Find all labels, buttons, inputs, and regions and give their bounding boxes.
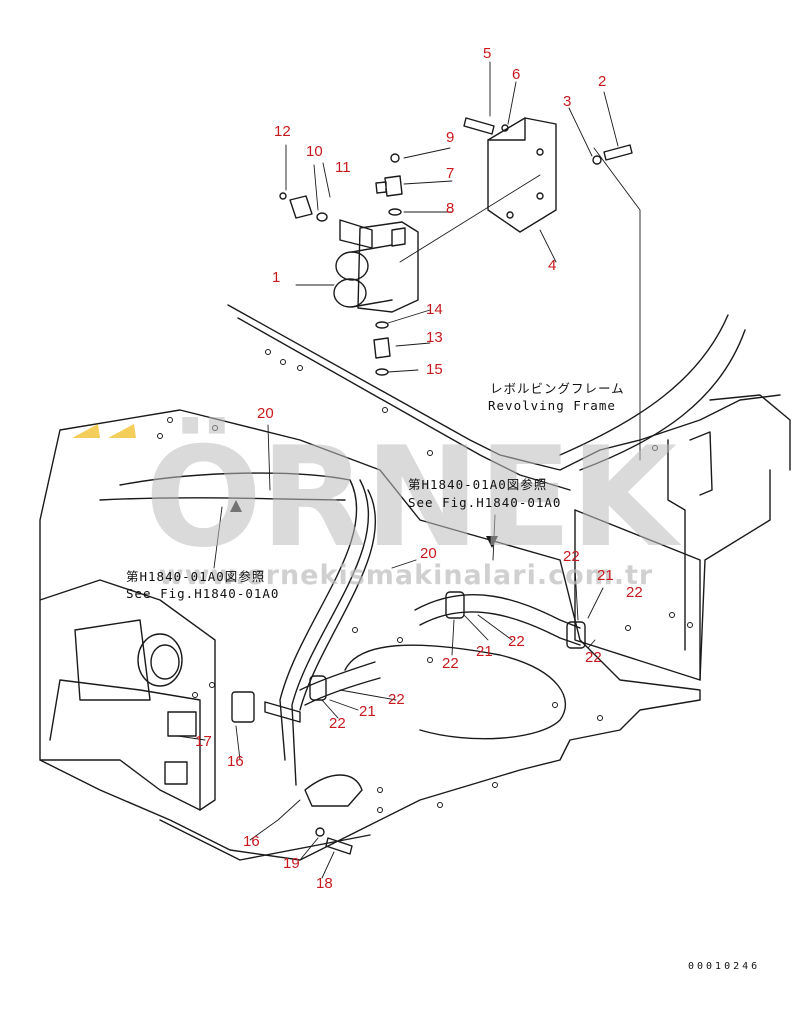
solenoid-valve — [333, 219, 419, 313]
callout-21-lower: 21 — [359, 703, 376, 720]
callout-12: 12 — [274, 123, 291, 140]
reference-arrows — [230, 500, 498, 548]
bracket-4-fold — [487, 117, 526, 141]
frame-column2 — [689, 431, 713, 496]
left-motor-face — [150, 644, 180, 680]
callout-10: 10 — [306, 143, 323, 160]
callout-22-f: 22 — [329, 715, 346, 732]
o-ring-14 — [375, 321, 389, 329]
callout-22-d: 22 — [442, 655, 459, 672]
frame-right-arc — [559, 314, 729, 456]
frame-deck-edge — [227, 304, 781, 471]
hose-mid-a — [299, 661, 376, 691]
callout-21-right: 21 — [597, 567, 614, 584]
callout-17: 17 — [195, 733, 212, 750]
note-ref1-jp: 第H1840-01A0図参照 — [408, 477, 548, 492]
note-ref2-jp: 第H1840-01A0図参照 — [126, 569, 266, 584]
clamp-16-lower — [304, 774, 363, 807]
frame-right-wall2 — [574, 509, 701, 681]
hose-left-upper — [119, 472, 351, 486]
bolt-18 — [325, 837, 353, 855]
floor-plate — [39, 409, 701, 861]
callout-22-b: 22 — [626, 584, 643, 601]
callout-18: 18 — [316, 875, 333, 892]
callout-22-e: 22 — [388, 691, 405, 708]
left-housing — [39, 579, 216, 811]
o-ring-15 — [375, 368, 389, 376]
frame-holes — [157, 349, 693, 813]
clamp-16-left — [264, 701, 301, 723]
callout-3: 3 — [563, 93, 572, 110]
block-lower — [164, 761, 188, 785]
frame-deck-edge-lower — [237, 317, 571, 491]
left-channel — [39, 759, 201, 811]
callout-21-mid: 21 — [476, 643, 493, 660]
left-console — [74, 619, 151, 701]
watermark-brand: ÖRNEK — [144, 417, 677, 578]
callout-20-upper: 20 — [257, 405, 274, 422]
bracket-hole — [536, 148, 544, 156]
callout-22-a: 22 — [563, 548, 580, 565]
callout-6: 6 — [512, 66, 521, 83]
hose-right-b — [419, 611, 581, 646]
callout-15: 15 — [426, 361, 443, 378]
watermark-accent — [72, 424, 136, 438]
callout-13: 13 — [426, 329, 443, 346]
frame-column — [667, 439, 686, 651]
callout-9: 9 — [446, 129, 455, 146]
hose-left-lower — [99, 497, 346, 501]
left-motor — [137, 633, 183, 687]
band-21-right — [566, 621, 586, 649]
callout-22-g: 22 — [585, 649, 602, 666]
callout-20-mid: 20 — [420, 545, 437, 562]
o-ring-8 — [388, 208, 402, 216]
callout-8: 8 — [446, 200, 455, 217]
band-21-lower — [309, 675, 327, 701]
callout-7: 7 — [446, 165, 455, 182]
callout-2: 2 — [598, 73, 607, 90]
hose-vertical-b — [291, 479, 370, 786]
spacer-block — [231, 691, 255, 723]
callout-19: 19 — [283, 855, 300, 872]
callout-22-c: 22 — [508, 633, 525, 650]
bracket-hole — [506, 211, 514, 219]
fitting-13 — [373, 337, 391, 359]
leader-lines — [177, 61, 641, 879]
watermark-url: www.ornekismakinalari.com.tr — [158, 560, 654, 591]
frame-right-arc2 — [579, 329, 746, 471]
callout-4: 4 — [548, 257, 557, 274]
hose-right-a — [414, 594, 581, 629]
bracket-hole — [536, 192, 544, 200]
bolt-2 — [603, 144, 633, 161]
note-frame-en: Revolving Frame — [488, 398, 616, 413]
callout-14: 14 — [426, 301, 443, 318]
fitting-10 — [289, 195, 313, 219]
callout-16-lower: 16 — [243, 833, 260, 850]
washer-3 — [592, 155, 602, 165]
block-17 — [167, 711, 197, 737]
band-21-mid — [445, 591, 465, 619]
callout-5: 5 — [483, 45, 492, 62]
callout-16-left: 16 — [227, 753, 244, 770]
floor-cutout — [344, 644, 566, 740]
note-frame-jp: レボルビングフレーム — [490, 381, 625, 396]
fitting-7 — [375, 175, 403, 197]
o-ring-12 — [279, 192, 287, 200]
note-ref1-en: See Fig.H1840-01A0 — [408, 495, 562, 510]
callout-11: 11 — [335, 159, 351, 176]
hose-vertical-a — [279, 479, 358, 761]
o-ring-9 — [390, 153, 400, 163]
drawing-number: 00010246 — [688, 961, 761, 972]
o-ring-11 — [316, 212, 328, 222]
washer-19 — [315, 827, 325, 837]
callout-1: 1 — [272, 269, 281, 286]
washer-6 — [501, 124, 509, 132]
bolt-5 — [463, 117, 495, 135]
frame-bracket-right — [709, 394, 791, 471]
bracket-4 — [487, 117, 557, 233]
note-ref2-en: See Fig.H1840-01A0 — [126, 586, 280, 601]
